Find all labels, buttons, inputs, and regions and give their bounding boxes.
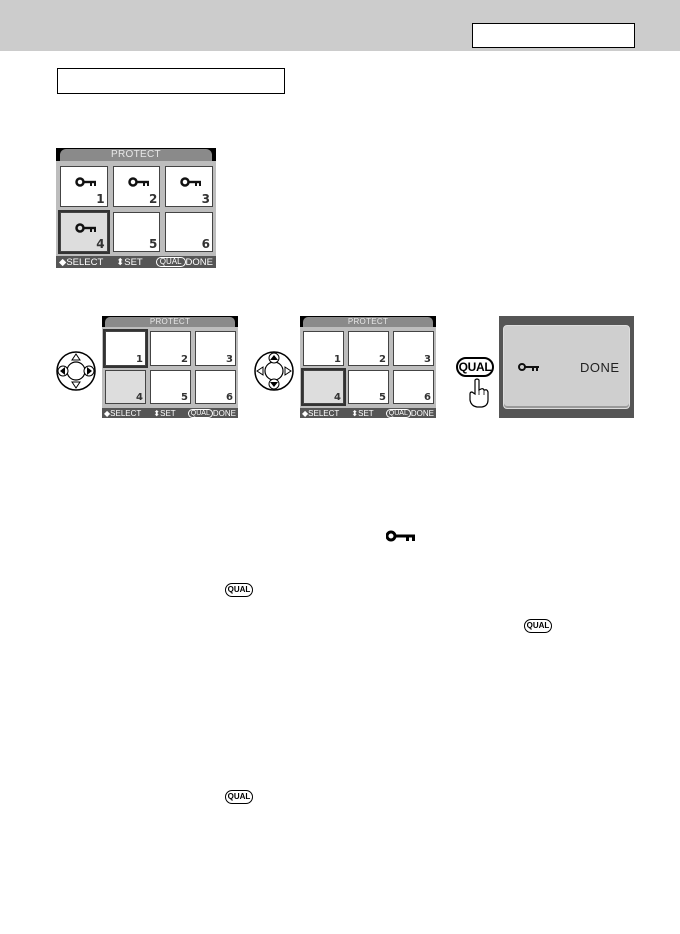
qual-button[interactable]: QUAL: [456, 357, 494, 377]
done-label: DONE: [185, 256, 213, 268]
select-hint: ◆SELECT: [59, 256, 104, 268]
thumbnail-3[interactable]: 3: [195, 331, 236, 366]
screen-titlebar: PROTECT: [56, 148, 216, 161]
set-label: SET: [124, 256, 143, 268]
thumbnail-3[interactable]: 3: [165, 166, 213, 207]
thumbnail-number: 4: [334, 392, 341, 403]
qual-inline-icon: QUAL: [225, 583, 253, 597]
thumbnail-5[interactable]: 5: [348, 369, 389, 404]
thumbnail-2[interactable]: 2: [112, 166, 161, 207]
qual-inline-icon: QUAL: [225, 790, 253, 804]
set-label: SET: [358, 408, 374, 418]
thumbnail-number: 2: [148, 191, 158, 206]
qual-pill: QUAL: [155, 257, 186, 267]
thumbnail-1[interactable]: 1: [60, 166, 108, 207]
qual-inline-icon: QUAL: [524, 619, 552, 633]
chapter-label-box: [472, 23, 635, 48]
thumbnail-3[interactable]: 3: [393, 331, 434, 366]
select-hint: ◆SELECT: [104, 408, 142, 418]
done-confirmation-screen: DONE: [499, 316, 634, 418]
key-icon: [75, 222, 96, 233]
thumbnail-5[interactable]: 5: [112, 211, 161, 252]
done-label: DONE: [580, 359, 620, 375]
pressing-hand-icon: [469, 378, 489, 408]
done-panel: DONE: [503, 325, 630, 409]
thumbnail-number: 3: [424, 353, 431, 365]
thumbnail-number: 1: [96, 191, 105, 206]
thumbnail-number: 3: [226, 353, 233, 365]
select-label: SELECT: [66, 256, 104, 268]
set-hint: ⬍SET: [116, 256, 143, 268]
multi-selector-left-right-icon: [56, 351, 96, 391]
key-icon: [386, 530, 415, 542]
thumbnail-grid: 1 2 3 4 5 6: [301, 331, 434, 406]
section-title-box: [57, 68, 285, 94]
screen-titlebar: PROTECT: [300, 316, 436, 327]
thumbnail-number: 2: [379, 353, 386, 365]
screen-title: PROTECT: [60, 149, 212, 161]
thumbnail-number: 5: [379, 392, 386, 403]
thumbnail-4[interactable]: 4: [58, 209, 110, 254]
qual-pill: QUAL: [187, 408, 213, 418]
thumbnail-number: 5: [181, 392, 188, 403]
thumbnail-number: 2: [181, 353, 188, 365]
key-icon: [127, 177, 149, 187]
thumbnail-number: 6: [201, 237, 210, 251]
thumbnail-6[interactable]: 6: [393, 369, 434, 404]
thumbnail-1[interactable]: 1: [303, 331, 344, 366]
set-label: SET: [160, 408, 176, 418]
multi-selector-up-down-icon: [254, 351, 294, 391]
thumbnail-number: 1: [334, 353, 341, 365]
thumbnail-6[interactable]: 6: [165, 211, 213, 252]
thumbnail-1[interactable]: 1: [103, 329, 148, 368]
qual-pill: QUAL: [385, 408, 411, 418]
thumbnail-number: 5: [148, 237, 158, 251]
thumbnail-4[interactable]: 4: [301, 367, 346, 406]
screen-titlebar: PROTECT: [102, 316, 238, 327]
thumbnail-grid: 1 2 3 4 5 6: [103, 329, 236, 404]
done-label: DONE: [410, 408, 434, 418]
select-label: SELECT: [110, 408, 142, 418]
screen-title: PROTECT: [303, 317, 433, 327]
done-label: DONE: [212, 408, 236, 418]
thumbnail-number: 4: [96, 237, 105, 251]
page-header-band: [0, 0, 680, 51]
screen-title: PROTECT: [105, 317, 235, 327]
thumbnail-2[interactable]: 2: [150, 331, 191, 366]
set-hint: ⬍SET: [153, 408, 176, 418]
key-icon: [518, 362, 539, 371]
thumbnail-2[interactable]: 2: [348, 331, 389, 366]
thumbnail-4[interactable]: 4: [105, 369, 146, 404]
key-icon: [180, 177, 202, 187]
select-label: SELECT: [308, 408, 340, 418]
thumbnail-number: 1: [136, 353, 143, 365]
thumbnail-number: 3: [201, 191, 210, 206]
set-hint: ⬍SET: [351, 408, 374, 418]
thumbnail-5[interactable]: 5: [150, 369, 191, 404]
select-hint: ◆SELECT: [302, 408, 340, 418]
thumbnail-grid: 1 2 3 4 5 6: [58, 166, 213, 254]
thumbnail-number: 4: [136, 392, 143, 403]
thumbnail-6[interactable]: 6: [195, 369, 236, 404]
thumbnail-number: 6: [226, 392, 233, 403]
thumbnail-number: 6: [424, 392, 431, 403]
key-icon: [75, 177, 96, 187]
